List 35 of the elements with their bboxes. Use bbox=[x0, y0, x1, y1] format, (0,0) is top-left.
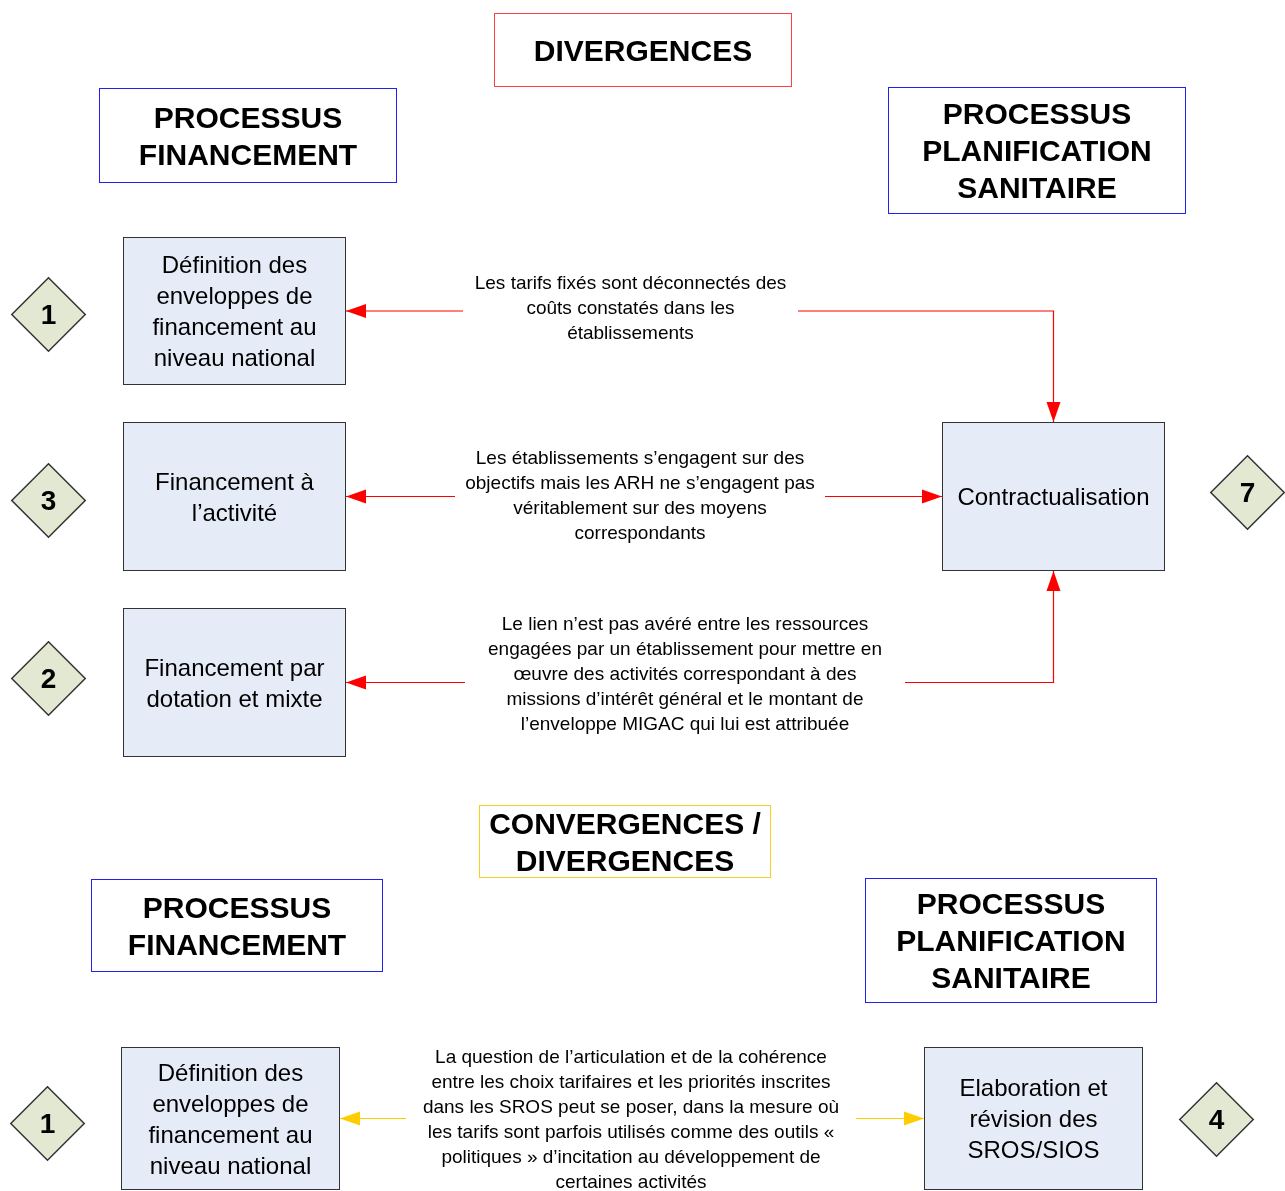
number-diamond bbox=[1210, 455, 1285, 530]
heading-box bbox=[99, 88, 397, 183]
heading-text: PROCESSUS FINANCEMENT bbox=[137, 99, 359, 173]
heading-text: DIVERGENCES bbox=[533, 32, 753, 69]
box-text: Financement par dotation et mixte bbox=[143, 652, 326, 714]
process-box bbox=[123, 422, 346, 571]
process-box bbox=[924, 1047, 1143, 1190]
heading-box bbox=[91, 879, 383, 972]
process-box bbox=[123, 608, 346, 757]
heading-box bbox=[888, 87, 1186, 214]
box-text: Définition des enveloppes de financement au niveau national bbox=[151, 250, 318, 373]
number-diamond bbox=[11, 641, 86, 716]
box-text: Financement à l’activité bbox=[154, 466, 315, 528]
step-number: 3 bbox=[40, 484, 57, 517]
heading-text: PROCESSUS FINANCEMENT bbox=[126, 889, 348, 963]
box-text: Elaboration et révision des SROS/SIOS bbox=[958, 1073, 1109, 1165]
heading-box bbox=[865, 878, 1157, 1003]
step-number: 1 bbox=[40, 298, 57, 331]
number-diamond bbox=[10, 1086, 85, 1161]
step-number: 1 bbox=[39, 1107, 56, 1140]
heading-box bbox=[494, 13, 792, 87]
heading-text: PROCESSUS PLANIFICATION SANITAIRE bbox=[921, 96, 1153, 206]
number-diamond bbox=[1179, 1082, 1254, 1157]
heading-text: CONVERGENCES / DIVERGENCES bbox=[488, 805, 762, 879]
process-box bbox=[123, 237, 346, 385]
step-number: 2 bbox=[40, 662, 57, 695]
number-diamond bbox=[11, 277, 86, 352]
step-number: 7 bbox=[1239, 476, 1256, 509]
step-number: 4 bbox=[1208, 1103, 1225, 1136]
number-diamond bbox=[11, 463, 86, 538]
box-text: Définition des enveloppes de financement au niveau national bbox=[147, 1057, 314, 1181]
heading-text: PROCESSUS PLANIFICATION SANITAIRE bbox=[895, 886, 1127, 996]
process-box bbox=[942, 422, 1165, 571]
box-text: Contractualisation bbox=[957, 482, 1150, 512]
process-box bbox=[121, 1047, 340, 1190]
